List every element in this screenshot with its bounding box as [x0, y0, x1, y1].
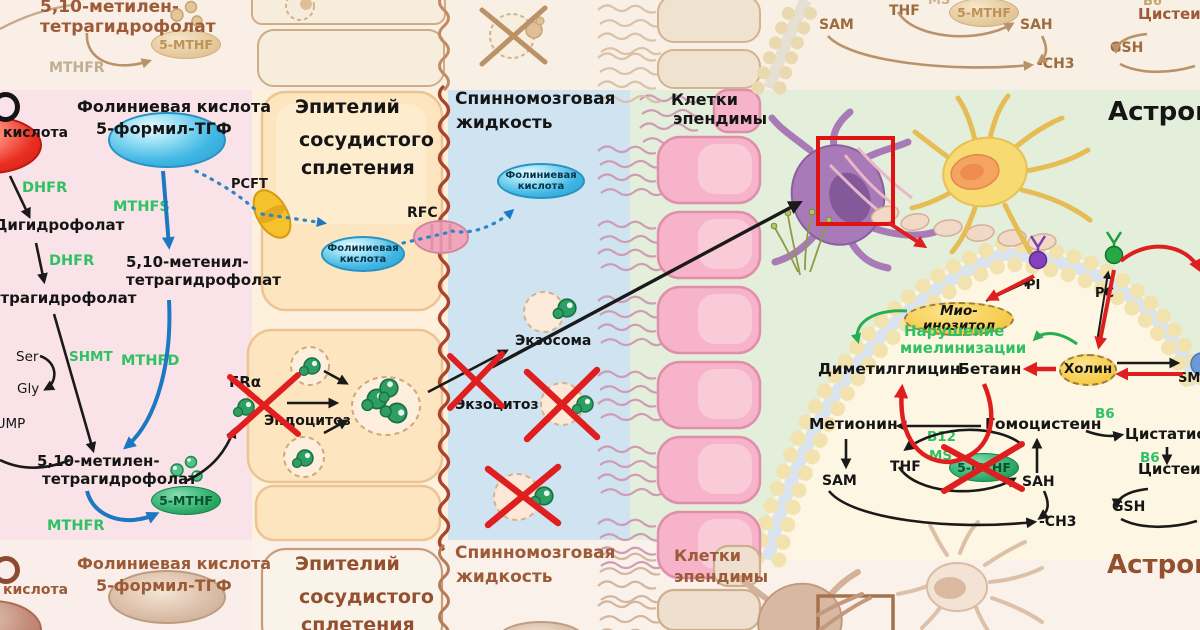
methionine-label: Метионин — [809, 415, 898, 433]
folic-acid-label: кислота — [3, 125, 69, 141]
ms-enzyme-label: MS — [929, 448, 953, 464]
top-ch3: -CH3 — [1037, 56, 1075, 72]
sm-label: SM — [1178, 371, 1200, 386]
myelination-disruption-2: миелинизации — [900, 339, 1027, 357]
cysteine-label: Цистеин — [1138, 460, 1200, 478]
dump-label: dUMP — [0, 416, 26, 432]
bottom-csf-1: Спинномозговая — [455, 543, 616, 563]
cystathionine-label: Цистатионин — [1125, 425, 1200, 443]
shmt-enzyme: SHMT — [69, 349, 113, 365]
pcft-label: PCFT — [231, 177, 268, 192]
clipped-letter-ring — [0, 92, 20, 122]
top-sam: SAM — [819, 17, 854, 33]
ependyma-title-1: Клетки — [671, 90, 738, 109]
mthf-oval-top-band: 5-MTHF — [151, 30, 221, 59]
bottom-acid: кислота — [3, 582, 69, 598]
csf-title-1: Спинномозговая — [455, 89, 616, 109]
top-methylene-2: тетрагидрофолат — [40, 17, 216, 37]
endocytosis-label: Эндоцитоз — [264, 413, 351, 429]
zone-csf-blue — [448, 90, 630, 540]
epithelium-title-3: сплетения — [301, 157, 415, 179]
folinic-acid-cell-oval: Фолиниевая кислота — [321, 236, 405, 272]
pi-label: PI — [1026, 278, 1041, 293]
fr-alpha-label: FRα — [229, 373, 262, 391]
ch3-label: -CH3 — [1039, 514, 1077, 530]
mthf-oval-folate-zone: 5-MTHF — [151, 486, 221, 515]
folinic-acid-csf-oval: Фолиниевая кислота — [497, 163, 585, 199]
glycine-label: Gly — [17, 381, 40, 397]
dhfr-enzyme-2: DHFR — [49, 253, 95, 269]
methylene-thf-1: 5,10-метилен- — [37, 452, 160, 470]
folinic-acid-title-1: Фолиниевая кислота — [77, 97, 272, 116]
folinic-acid-title-2: 5-формил-ТГФ — [96, 119, 232, 138]
epithelium-title-1: Эпителий — [295, 96, 400, 118]
rfc-label: RFC — [407, 205, 438, 221]
top-sah: SAH — [1020, 17, 1053, 33]
thf-label: THF — [890, 459, 921, 475]
csf-title-2: жидкость — [456, 113, 553, 133]
epithelium-title-2: сосудистого — [299, 129, 434, 151]
mthfd-enzyme: MTHFD — [121, 353, 180, 369]
dimethylglycine-label: Диметилглицин — [818, 360, 961, 378]
mthf-oval-astrocyte: 5-MTHF — [949, 453, 1019, 482]
top-ms: MS — [928, 0, 951, 8]
myelination-disruption-1: Нарушение — [904, 322, 1005, 340]
ependyma-title-2: эпендимы — [673, 109, 768, 128]
sam-label: SAM — [822, 473, 857, 489]
exocytosis-label: Экзоцитоз — [455, 397, 539, 413]
dhfr-enzyme-1: DHFR — [22, 180, 68, 196]
methylene-thf-2: тетрагидрофолат — [42, 470, 197, 488]
sah-label: SAH — [1022, 474, 1055, 490]
top-b6: B6 — [1143, 0, 1162, 9]
top-mthfr: MTHFR — [49, 60, 105, 76]
bottom-ependyma-1: Клетки — [674, 546, 741, 565]
folinic-acid-sepia-oval — [108, 570, 226, 624]
exosome-label: Экзосома — [515, 333, 592, 349]
astrocyte-title: Астроцит — [1108, 97, 1200, 127]
bottom-epithelium-2: сосудистого — [299, 586, 434, 608]
mthfr-enzyme: MTHFR — [47, 518, 105, 534]
mthfs-enzyme: MTHFS — [113, 199, 170, 215]
top-thf: THF — [889, 3, 920, 19]
choline-oval: Холин — [1059, 354, 1117, 386]
bottom-astrocyte-title: Астроцит — [1107, 550, 1200, 580]
bottom-ependyma-2: эпендимы — [674, 567, 769, 586]
top-methylene-1: 5,10-метилен- — [40, 0, 179, 17]
serine-label: Ser — [16, 349, 39, 365]
homocysteine-label: Гомоцистеин — [985, 415, 1102, 433]
top-cysteine: Цистеин — [1138, 5, 1200, 23]
dihydrofolate-label: Дигидрофолат — [0, 216, 125, 234]
betaine-label: Бетаин — [958, 360, 1022, 378]
bottom-folinic-1: Фолиниевая кислота — [77, 554, 272, 573]
gsh-label: GSH — [1112, 499, 1146, 515]
pc-label: PC — [1095, 286, 1115, 301]
methenyl-thf-1: 5,10-метенил- — [126, 253, 249, 271]
bottom-epithelium-3: сплетения — [301, 614, 415, 630]
clipped-letter-ring-sepia — [0, 556, 20, 584]
bottom-csf-2: жидкость — [456, 567, 553, 587]
b6-cystathionine-label: B6 — [1095, 406, 1115, 422]
b12-label: B12 — [927, 429, 957, 445]
top-gsh: GSH — [1110, 40, 1144, 56]
tetrahydrofolate-label: Тетрагидрофолат — [0, 289, 137, 307]
bottom-folinic-2: 5-формил-ТГФ — [96, 576, 232, 595]
folinic-acid-main-oval — [108, 112, 226, 168]
bottom-epithelium-1: Эпителий — [295, 553, 400, 575]
methenyl-thf-2: тетрагидрофолат — [126, 271, 281, 289]
